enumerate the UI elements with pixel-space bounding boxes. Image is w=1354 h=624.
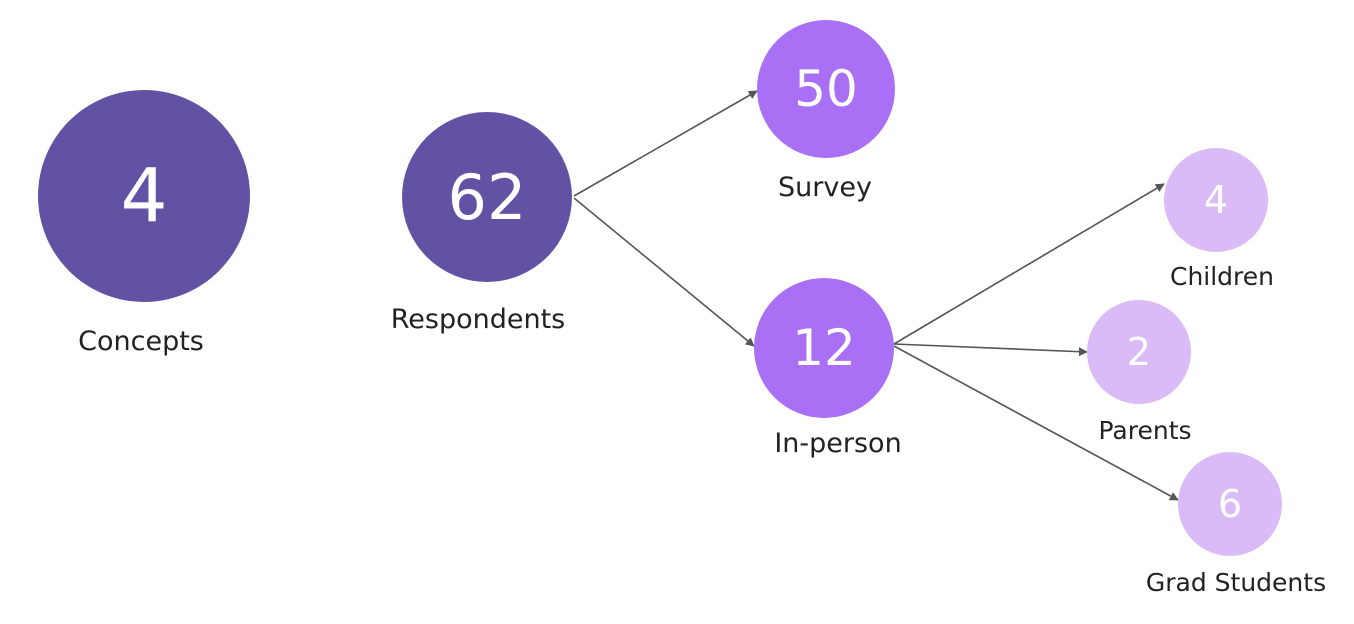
respondents-value: 62 xyxy=(447,160,527,234)
parents-label: Parents xyxy=(1098,416,1192,445)
parents-node: 2 xyxy=(1087,300,1191,404)
arrow-respondents-to-inperson xyxy=(573,197,755,347)
survey-node: 50 xyxy=(757,20,895,158)
children-value: 4 xyxy=(1203,178,1229,222)
concepts-label: Concepts xyxy=(78,326,204,357)
grad-students-value: 6 xyxy=(1217,482,1243,526)
respondents-node: 62 xyxy=(402,112,572,282)
concepts-value: 4 xyxy=(120,153,168,239)
respondents-label: Respondents xyxy=(390,304,566,335)
inperson-value: 12 xyxy=(792,319,856,377)
grad-students-node: 6 xyxy=(1178,452,1282,556)
arrow-respondents-to-survey xyxy=(573,90,758,197)
arrow-inperson-to-parents xyxy=(893,343,1088,357)
arrow-inperson-to-grad xyxy=(893,345,1179,501)
grad-students-label: Grad Students xyxy=(1145,568,1327,597)
children-label: Children xyxy=(1169,262,1275,291)
inperson-label: In-person xyxy=(774,428,902,459)
parents-value: 2 xyxy=(1126,330,1152,374)
concepts-node: 4 xyxy=(38,90,250,302)
children-node: 4 xyxy=(1164,148,1268,252)
inperson-node: 12 xyxy=(754,278,894,418)
arrow-inperson-to-children xyxy=(893,183,1165,345)
survey-value: 50 xyxy=(794,60,858,118)
survey-label: Survey xyxy=(778,172,872,203)
